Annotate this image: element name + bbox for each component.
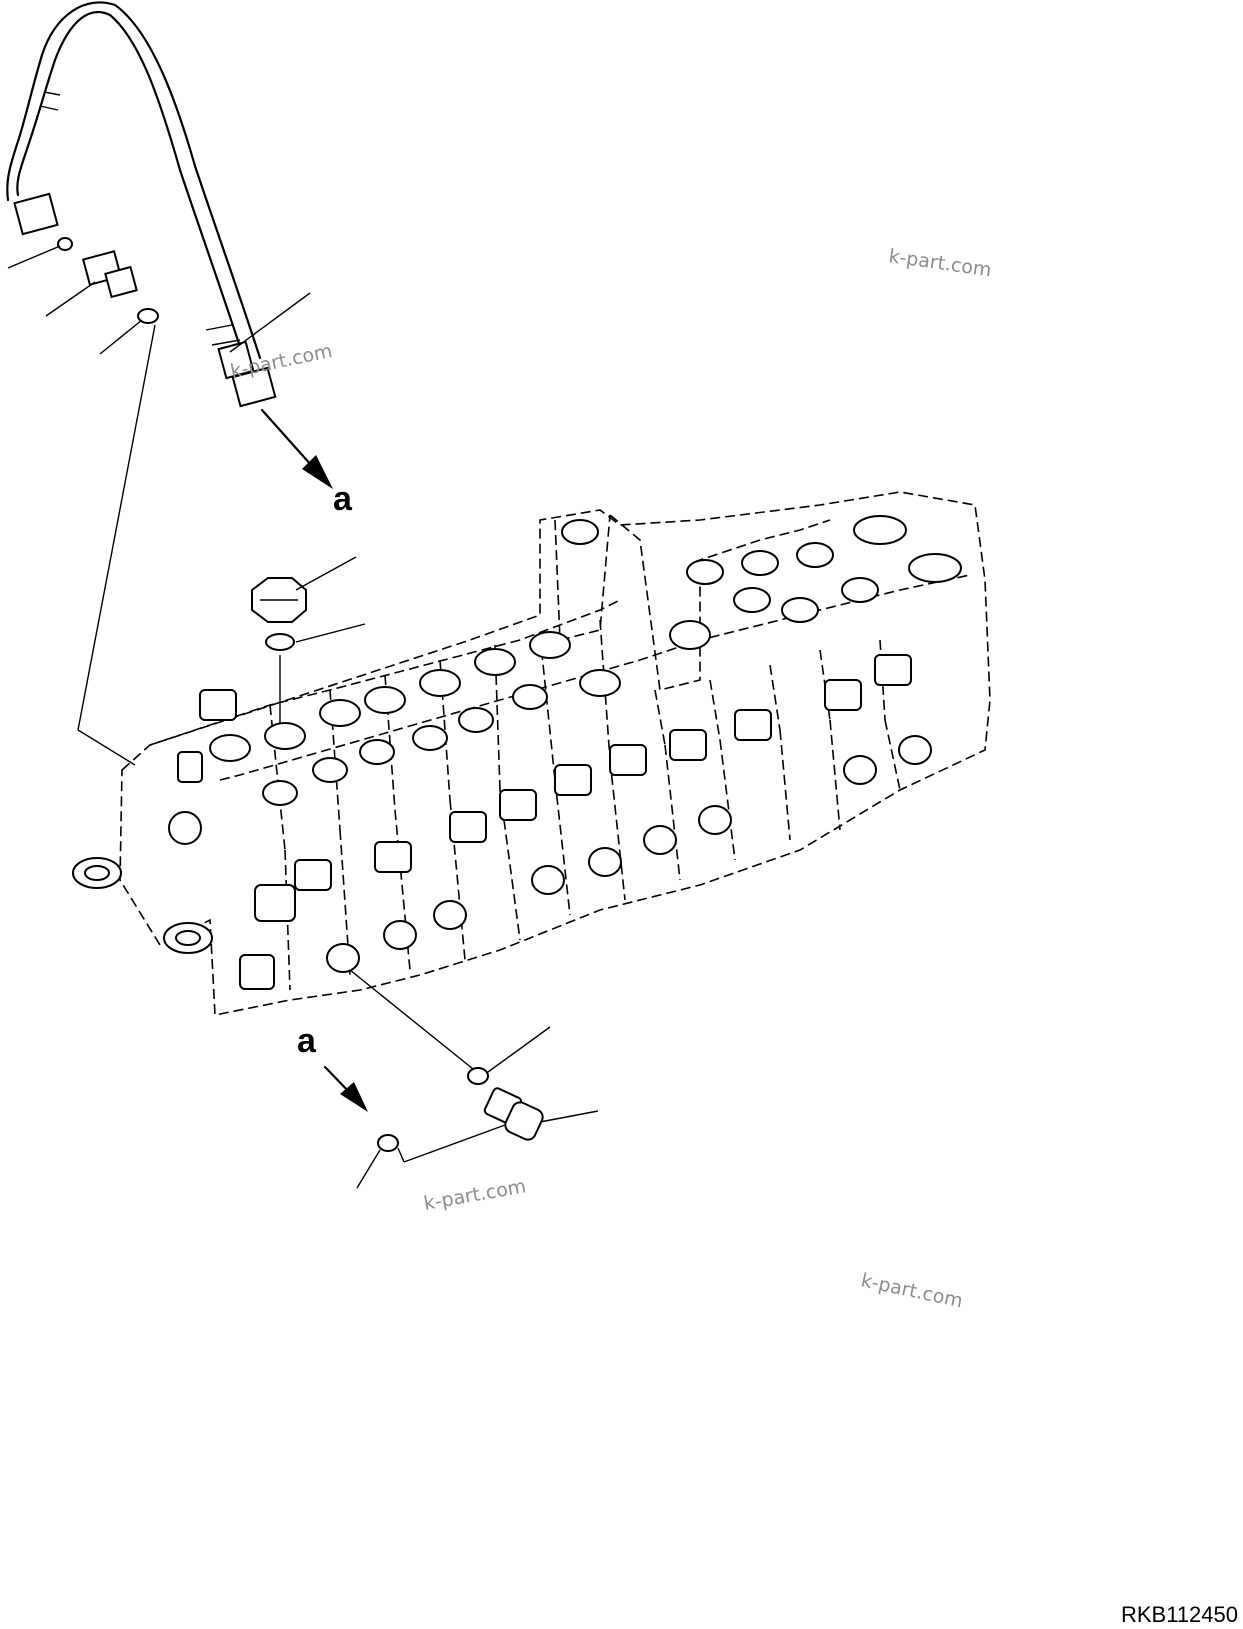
watermark-3: k-part.com xyxy=(422,1175,528,1215)
callout-label-bottom: a xyxy=(297,1022,317,1060)
callout-label-top: a xyxy=(333,480,353,518)
hose-direction-arrow xyxy=(260,408,333,489)
bottom-direction-arrow xyxy=(323,1065,368,1112)
fitting-guide-line xyxy=(349,969,479,1074)
drawing-code: RKB112450 xyxy=(1121,1602,1238,1627)
o-ring-adapter[interactable] xyxy=(137,308,159,324)
valve-front-plugs xyxy=(177,654,912,990)
adapter-fitting[interactable] xyxy=(81,250,138,299)
valve-ports xyxy=(209,515,962,806)
o-ring-bottom-lower[interactable] xyxy=(377,1134,399,1152)
watermark-4: k-part.com xyxy=(859,1269,965,1312)
valve-side-ports xyxy=(168,735,932,973)
watermark-1: k-part.com xyxy=(887,245,993,281)
adapter-fitting-bottom[interactable] xyxy=(483,1087,545,1142)
plug-bolt[interactable] xyxy=(251,577,307,623)
leader-lines-top xyxy=(7,245,311,766)
control-valve-body[interactable] xyxy=(119,491,991,1016)
hydraulic-hose[interactable] xyxy=(6,1,277,408)
lifting-eye-front xyxy=(163,922,213,954)
o-ring-top-left[interactable] xyxy=(57,237,73,251)
o-ring-plug[interactable] xyxy=(265,633,295,651)
lifting-eye-left xyxy=(72,857,122,889)
o-ring-bottom-upper[interactable] xyxy=(467,1067,489,1085)
